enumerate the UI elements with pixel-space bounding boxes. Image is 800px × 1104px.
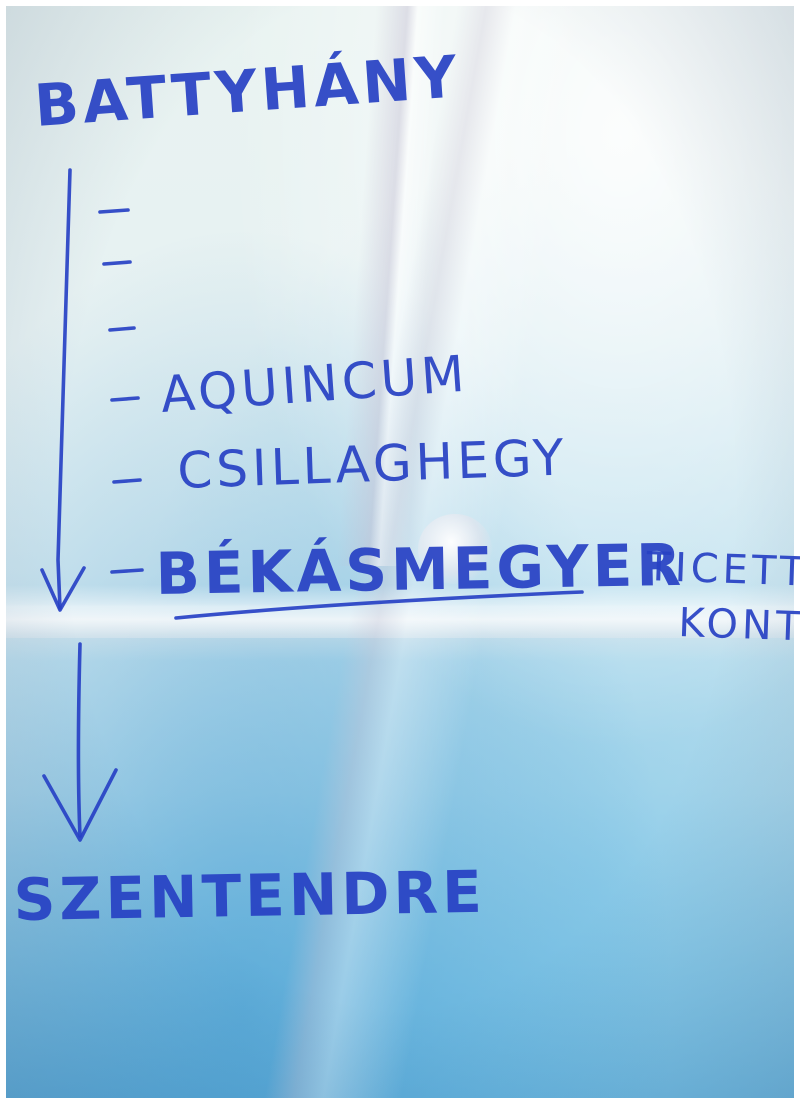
route-arrow-upper — [56, 168, 72, 610]
route-arrow-lower — [76, 642, 82, 838]
stop-dash — [108, 326, 136, 332]
stop-dash — [110, 568, 144, 574]
highlight-underline — [174, 590, 584, 620]
stop-dash — [112, 478, 142, 484]
stop-label-csillaghegy: CSILLAGHEGY — [176, 428, 568, 500]
route-arrowhead-lower — [42, 768, 118, 842]
highlight-note-line-2: KONTRO — [678, 600, 800, 653]
highlight-note-line-1: TICETT — [645, 544, 800, 596]
stop-start-label: BATTYHÁNY — [32, 41, 463, 140]
stop-end-label: SZENTENDRE — [13, 858, 486, 934]
stop-dash — [110, 396, 140, 402]
lighting-shade — [6, 6, 794, 1098]
stop-label-aquincum: AQUINCUM — [159, 345, 470, 424]
stop-label-highlighted: BÉKÁSMEGYER — [155, 530, 686, 608]
route-arrowhead-upper — [40, 566, 86, 612]
paper-sheet — [6, 6, 794, 1098]
stop-dash — [102, 260, 132, 266]
vignette — [6, 6, 794, 1098]
stop-dash — [98, 208, 130, 214]
